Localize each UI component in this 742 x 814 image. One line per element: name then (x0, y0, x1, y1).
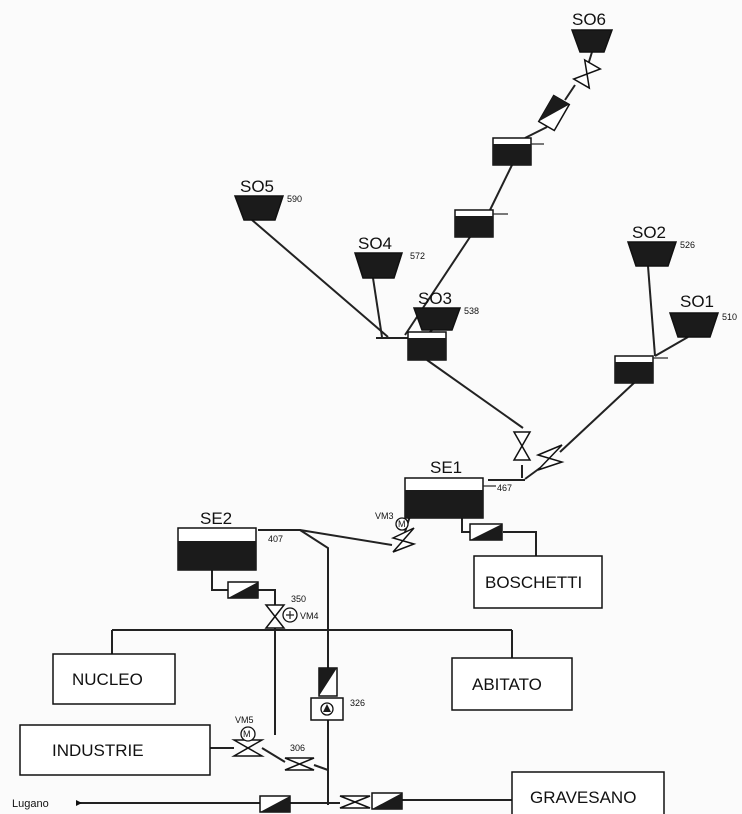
meter-se2 (227, 581, 259, 599)
valve-vm4: VM4 350 (264, 594, 319, 629)
source-so1: SO1 510 (668, 292, 737, 338)
reservoir-se2-elevation: 407 (268, 534, 283, 544)
valve-vm5-label: VM5 (235, 715, 254, 725)
source-so2-tank (626, 241, 678, 267)
reservoir-se1-label: SE1 (430, 458, 462, 477)
source-so2: SO2 526 (626, 223, 695, 267)
meter-lugano (259, 795, 291, 813)
reservoir-se1-elevation: 467 (497, 483, 512, 493)
pipe-boschetti (503, 531, 537, 556)
source-so4-elevation: 572 (410, 251, 425, 261)
pipe-tank-valve2 (559, 381, 636, 453)
lugano-label: Lugano (12, 798, 49, 810)
source-so5-tank (233, 195, 285, 221)
source-so5-label: SO5 (240, 177, 274, 196)
source-so1-elevation: 510 (722, 312, 737, 322)
source-so4-tank (353, 252, 404, 279)
reservoir-se2-label: SE2 (200, 509, 232, 528)
meter-so6 (537, 94, 571, 132)
pipe-se2-meter (211, 570, 228, 591)
pipe-so4-junction (372, 277, 383, 338)
consumer-abitato-label: ABITATO (472, 675, 542, 694)
consumer-gravesano-label: GRAVESANO (530, 788, 636, 807)
elevation-350: 350 (291, 594, 306, 604)
break-tank-2 (454, 209, 508, 238)
break-tank-so3 (407, 331, 447, 361)
consumer-abitato: ABITATO (451, 657, 573, 711)
lugano-arrow-icon (76, 800, 82, 806)
pipe-se1-boschetti (461, 517, 470, 533)
valve-so6 (571, 58, 603, 90)
external-lugano: Lugano (12, 798, 82, 810)
valve-306: 306 (284, 743, 315, 771)
break-tank-so1 (614, 355, 668, 384)
pipe-so6-meter (564, 84, 576, 101)
elevation-306: 306 (290, 743, 305, 753)
source-so4: SO4 572 (353, 234, 425, 279)
pipe-tank2-junction (404, 236, 471, 336)
valve-se1-a (512, 431, 532, 461)
pipe-valve2-se1 (524, 467, 541, 480)
pipe-so5-junction (251, 219, 389, 338)
source-so5: SO5 590 (233, 177, 302, 221)
consumer-nucleo: NUCLEO (52, 653, 176, 705)
consumer-nucleo-label: NUCLEO (72, 670, 143, 689)
source-so1-tank (668, 312, 720, 338)
pump-station: 326 (310, 667, 365, 721)
source-so1-label: SO1 (680, 292, 714, 311)
pipe-vm5-valve (261, 747, 286, 763)
pipe-se2-pump (299, 529, 329, 668)
valve-vm3-label: VM3 (375, 511, 394, 521)
consumer-boschetti-label: BOSCHETTI (485, 573, 582, 592)
source-so6: SO6 (570, 10, 614, 53)
consumer-gravesano: GRAVESANO (511, 771, 665, 814)
consumer-industrie: INDUSTRIE (19, 724, 211, 776)
source-so3: SO3 538 (412, 289, 479, 331)
source-so3-label: SO3 (418, 289, 452, 308)
pipe-meter-tank1 (524, 126, 548, 139)
source-so2-label: SO2 (632, 223, 666, 242)
consumer-boschetti: BOSCHETTI (473, 555, 603, 609)
source-so5-elevation: 590 (287, 194, 302, 204)
pipe-valve-main (313, 764, 329, 771)
source-so2-elevation: 526 (680, 240, 695, 250)
break-tank-1 (492, 137, 544, 166)
pipe-so3tank-valve (426, 359, 524, 429)
consumer-industrie-label: INDUSTRIE (52, 741, 144, 760)
svg-text:M: M (398, 519, 406, 529)
source-so3-elevation: 538 (464, 306, 479, 316)
elevation-326: 326 (350, 698, 365, 708)
pipe-meter-vm4 (258, 589, 276, 605)
source-so6-label: SO6 (572, 10, 606, 29)
meter-boschetti (469, 523, 503, 541)
source-so6-tank (570, 29, 614, 53)
source-so3-tank (412, 307, 462, 331)
source-so4-label: SO4 (358, 234, 392, 253)
pipe-tank1-tank2 (489, 164, 513, 211)
pipe-so1-tank (654, 336, 689, 357)
pipes (78, 51, 689, 805)
valve-se1-b (535, 444, 565, 471)
valve-gravesano (339, 792, 403, 810)
svg-text:M: M (243, 729, 251, 739)
valve-vm5: M VM5 (231, 715, 265, 757)
pipe-so2-tank (647, 265, 656, 357)
reservoir-se2: SE2 407 (177, 509, 283, 571)
reservoir-se1: SE1 467 (404, 458, 512, 519)
valve-vm3: M VM3 (375, 511, 417, 553)
valve-vm4-label: VM4 (300, 611, 319, 621)
